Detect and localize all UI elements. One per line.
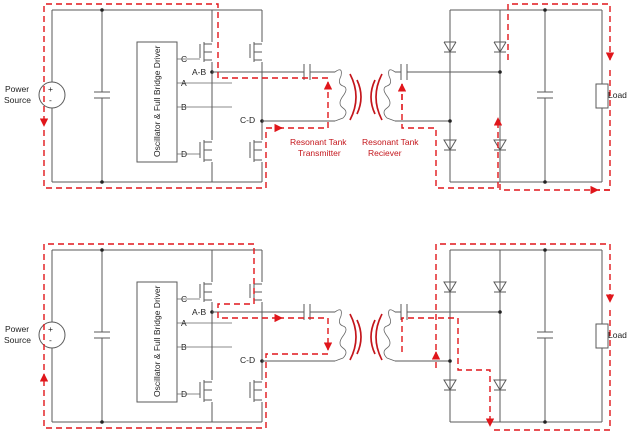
output-capacitor — [537, 10, 553, 182]
svg-text:+: + — [48, 84, 53, 94]
driver-label: Oscillator & Full Bridge Driver — [152, 45, 162, 157]
current-path-bottom-rx — [401, 317, 495, 427]
svg-text:Source: Source — [4, 335, 31, 345]
driver-box — [136, 41, 178, 163]
load-resistor — [595, 323, 609, 349]
load-resistor — [595, 83, 609, 109]
svg-text:Load: Load — [608, 330, 627, 340]
svg-text:-: - — [49, 95, 52, 105]
svg-text:Reciever: Reciever — [368, 148, 402, 158]
rx-coil — [383, 69, 396, 122]
svg-text:+: + — [48, 324, 53, 334]
mosfet-q3 — [199, 140, 212, 162]
svg-text:Transmitter: Transmitter — [298, 148, 341, 158]
circuit-top: + - Oscillator & Full Bridge Driver C A … — [4, 3, 627, 195]
svg-text:A-B: A-B — [192, 67, 207, 77]
driver-box — [136, 281, 178, 403]
svg-text:-: - — [49, 335, 52, 345]
tx-coil — [334, 69, 347, 122]
rectifier-diodes — [443, 281, 507, 391]
mosfet-q4 — [249, 380, 262, 402]
svg-text:Power: Power — [5, 324, 29, 334]
mosfet-q2 — [249, 42, 262, 62]
driver-label: Oscillator & Full Bridge Driver — [152, 285, 162, 397]
svg-text:Source: Source — [4, 95, 31, 105]
power-source-symbol: + - — [38, 81, 66, 109]
power-source-symbol: + - — [38, 321, 66, 349]
mosfet-q1 — [199, 42, 212, 62]
svg-text:A-B: A-B — [192, 307, 207, 317]
svg-text:C-D: C-D — [240, 355, 255, 365]
svg-text:Resonant Tank: Resonant Tank — [290, 137, 347, 147]
svg-text:C-D: C-D — [240, 115, 255, 125]
circuit-bottom: + - Oscillator & Full Bridge Driver C A … — [4, 243, 627, 431]
current-path-bottom-tx — [43, 243, 283, 370]
mosfet-q3 — [199, 380, 212, 402]
svg-text:Power: Power — [5, 84, 29, 94]
mosfet-q4 — [249, 140, 262, 162]
svg-text:Load: Load — [608, 90, 627, 100]
current-path-top-rx — [401, 84, 503, 189]
current-path-top-tx — [43, 123, 283, 189]
rectifier-diodes — [443, 41, 507, 151]
svg-text:Resonant Tank: Resonant Tank — [362, 137, 419, 147]
mosfet-q1 — [199, 282, 212, 302]
rx-capacitor — [400, 64, 408, 80]
mosfet-q2 — [249, 282, 262, 302]
input-capacitor — [94, 10, 110, 182]
